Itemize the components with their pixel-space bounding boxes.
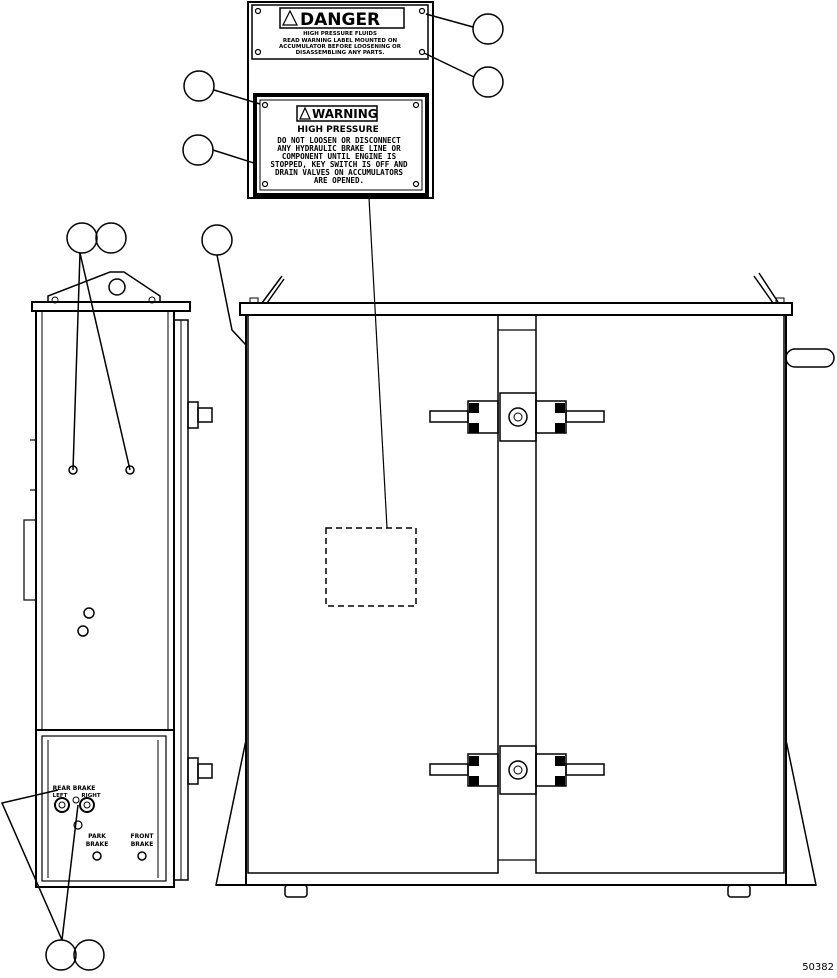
front-brake-label-2: BRAKE [131, 841, 154, 848]
warning-subtitle: HIGH PRESSURE [297, 125, 379, 135]
left-label: LEFT [53, 793, 68, 799]
left-door [247, 314, 499, 874]
callout-balloon [66, 222, 98, 254]
front-brake-label-1: FRONT [131, 833, 155, 840]
panel-text: REAR BRAKE LEFT RIGHT PARK BRAKE FRONT B… [53, 785, 155, 848]
callout-balloon [472, 66, 504, 98]
decal-text: DANGER HIGH PRESSURE FLUIDS READ WARNING… [270, 10, 408, 185]
figure-number: 50382 [802, 962, 834, 973]
callout-balloon [472, 13, 504, 45]
front-view [215, 272, 835, 898]
warning-line-2: ANY HYDRAULIC BRAKE LINE OR [277, 144, 401, 153]
danger-title: DANGER [300, 10, 380, 30]
park-brake-label-1: PARK [88, 833, 106, 840]
callout-balloon [182, 134, 214, 166]
warning-line-6: ARE OPENED. [314, 176, 364, 185]
rear-brake-label: REAR BRAKE [53, 785, 96, 792]
warning-line-4: STOPPED, KEY SWITCH IS OFF AND [270, 160, 408, 169]
upper-latch [429, 392, 605, 442]
callout-balloon [73, 939, 105, 971]
callout-balloon [183, 70, 215, 102]
callout-balloons [0, 13, 504, 971]
right-label: RIGHT [81, 793, 100, 799]
side-view [23, 271, 213, 888]
decal-plate [247, 1, 434, 199]
warning-line-3: COMPONENT UNTIL ENGINE IS [282, 152, 397, 161]
callout-balloon [201, 224, 233, 256]
callout-balloon [45, 939, 77, 971]
danger-line-3: DISASSEMBLING ANY PARTS. [296, 50, 385, 56]
warning-line-5: DRAIN VALVES ON ACCUMULATORS [275, 168, 403, 177]
callout-balloon [95, 222, 127, 254]
decal-location [325, 527, 417, 607]
warning-title: WARNING [312, 107, 378, 121]
danger-decal [251, 4, 429, 60]
park-brake-label-2: BRAKE [86, 841, 109, 848]
danger-line-1: READ WARNING LABEL MOUNTED ON [283, 38, 398, 44]
warning-line-1: DO NOT LOOSEN OR DISCONNECT [277, 136, 401, 145]
danger-subtitle: HIGH PRESSURE FLUIDS [303, 31, 377, 37]
warning-triangle-icon [299, 106, 311, 120]
warning-decal [253, 93, 429, 197]
right-door [535, 314, 785, 874]
hazard-triangle-icon [282, 9, 298, 26]
lower-latch [429, 745, 605, 795]
danger-line-2: ACCUMULATOR BEFORE LOOSENING OR [279, 44, 402, 50]
